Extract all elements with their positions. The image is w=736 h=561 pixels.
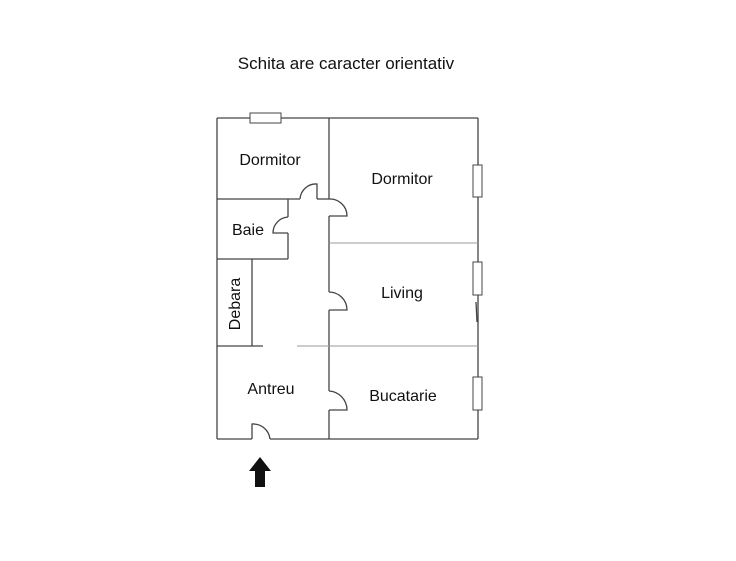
door-living bbox=[328, 291, 348, 311]
room-label-antreu: Antreu bbox=[247, 381, 294, 398]
up-arrow-icon bbox=[249, 457, 271, 487]
door-bucatarie bbox=[328, 390, 348, 411]
plan-caption: Schita are caracter orientativ bbox=[237, 54, 455, 73]
room-label-debara: Debara bbox=[227, 278, 244, 331]
door-baie bbox=[272, 216, 289, 234]
windows bbox=[249, 112, 483, 411]
doors bbox=[251, 183, 348, 440]
room-label-dormitor-left: Dormitor bbox=[239, 152, 301, 169]
door-dormitor-left bbox=[299, 183, 318, 200]
room-label-dormitor-right: Dormitor bbox=[371, 171, 433, 188]
room-label-living: Living bbox=[381, 285, 423, 302]
room-label-baie: Baie bbox=[232, 222, 264, 239]
door-entrance bbox=[251, 423, 271, 440]
room-label-bucatarie: Bucatarie bbox=[369, 388, 437, 405]
door-dormitor-right bbox=[328, 198, 348, 217]
